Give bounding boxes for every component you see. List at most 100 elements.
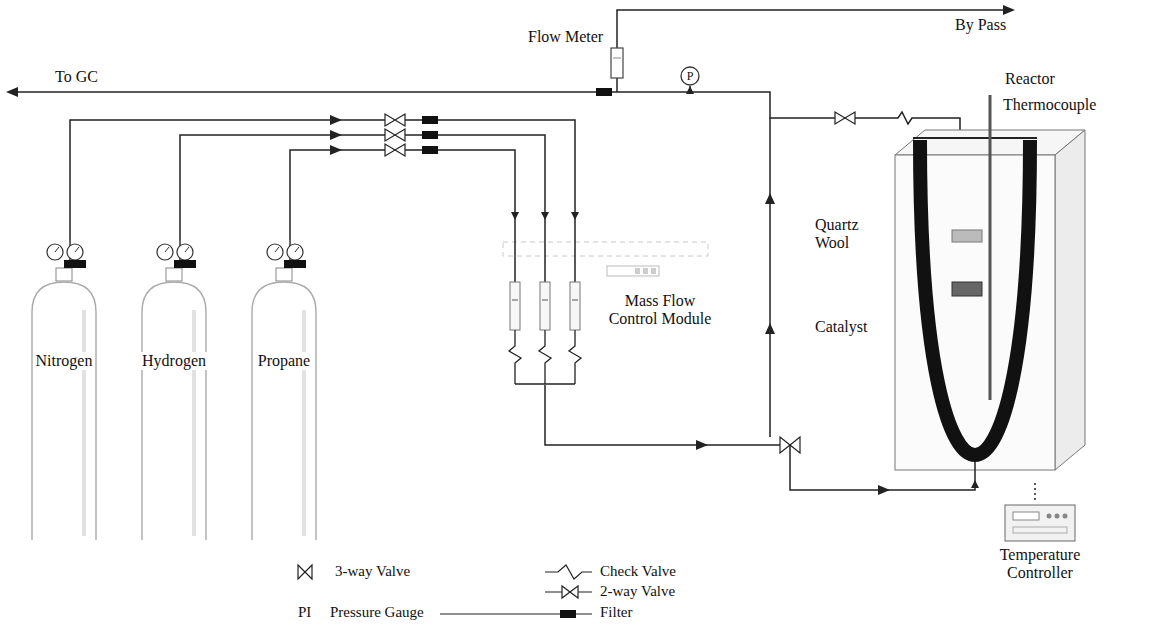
drawing-part (67, 244, 83, 260)
drawing-part (174, 260, 196, 268)
pressure-gauge: P (680, 66, 700, 86)
gas-cylinder (235, 240, 320, 540)
reactor-furnace (880, 70, 1095, 480)
drawing-part (570, 282, 580, 330)
node-label: Hydrogen (140, 352, 208, 370)
drawing-part (952, 230, 982, 242)
drawing-part (643, 268, 648, 274)
drawing-part (510, 282, 520, 330)
drawing-part (302, 310, 306, 536)
node-label: Propane (256, 352, 312, 370)
drawing-part (295, 247, 299, 252)
drawing-part (509, 330, 521, 384)
part-label: Quartz Wool (815, 216, 877, 253)
drawing-part (515, 383, 575, 385)
drawing-part (512, 300, 518, 301)
drawing-part (64, 260, 86, 268)
drawing-part (635, 268, 640, 274)
drawing-part (544, 220, 546, 282)
drawing-part (47, 244, 63, 260)
drawing-part (284, 260, 306, 268)
drawing-part (142, 282, 206, 540)
legend-text: Filter (600, 604, 633, 621)
drawing-part (540, 282, 550, 330)
gas-line-fittings (330, 114, 438, 156)
drawing-part (1005, 505, 1075, 541)
drawing-part (75, 247, 79, 252)
two-way-valve (385, 114, 405, 126)
gas-cylinder: Hydrogen (125, 240, 215, 540)
drawing-part (1013, 512, 1039, 520)
drawing-part (539, 330, 551, 384)
part-label: Flow Meter (528, 28, 603, 46)
drawing-part (55, 247, 59, 252)
flow-line (70, 120, 575, 240)
drawing-part (267, 244, 283, 260)
drawing-part (952, 282, 982, 296)
drawing-part (166, 268, 182, 281)
drawing-part (1047, 514, 1052, 519)
flow-line (180, 135, 545, 240)
drawing-part (1055, 514, 1060, 519)
arrow-head (1003, 5, 1015, 15)
drawing-part (56, 268, 72, 281)
arrow-head (330, 145, 342, 155)
drawing-part (651, 268, 656, 274)
legend-text: Pressure Gauge (330, 604, 424, 621)
two-way-valve (385, 129, 405, 141)
arrow-head (765, 323, 775, 334)
three-way-valve-sample (298, 565, 312, 579)
drawing-part (157, 244, 173, 260)
drawing-part (1063, 514, 1068, 519)
signal-line (1034, 480, 1036, 500)
filter-symbol (596, 88, 612, 96)
drawing-part (514, 220, 516, 282)
flow-line (690, 86, 880, 118)
drawing-part (974, 462, 976, 480)
arrow-head (765, 193, 775, 204)
gas-cylinder: Propane (235, 240, 320, 540)
drawing-part (569, 330, 581, 384)
reactor: Reactor (880, 70, 1095, 480)
drawing-part (177, 244, 193, 260)
drawing-part (574, 220, 576, 282)
drawing-part (920, 140, 1030, 455)
three-way-valve (780, 437, 800, 453)
drawing-part (165, 247, 169, 252)
part-label: Thermocouple (1003, 96, 1096, 114)
part-label: By Pass (955, 16, 1006, 34)
arrow-head (878, 485, 890, 495)
drawing-part (572, 300, 578, 301)
gas-cylinder: Nitrogen (10, 240, 105, 540)
drawing-part (1013, 527, 1067, 533)
node-label: Temperature Controller (985, 546, 1095, 583)
drawing-part (275, 247, 279, 252)
node-label: P (687, 68, 694, 84)
legend-text: 2-way Valve (600, 583, 675, 600)
filter-symbol (422, 131, 438, 139)
flow-meter-stem (616, 78, 618, 92)
two-way-valve-sample (562, 586, 578, 598)
filter-symbol (422, 146, 438, 154)
gc-line (14, 91, 690, 93)
legend-text: 3-way Valve (335, 563, 410, 580)
arrow-head (330, 115, 342, 125)
drawing-part (287, 244, 303, 260)
flow-line (290, 150, 515, 240)
two-way-valve (835, 112, 855, 124)
drawing-part (607, 266, 659, 276)
gas-cylinder (125, 240, 215, 540)
drawing-part (913, 137, 1037, 139)
filter-symbol (422, 116, 438, 124)
drawing-part (192, 310, 196, 536)
check-valve-sample (545, 565, 592, 579)
drawing-part (252, 282, 316, 540)
flow-meter-float (613, 58, 621, 59)
mass-flow-module: Mass Flow Control Module (495, 220, 725, 385)
arrow-head (696, 440, 708, 450)
drawing-part (82, 310, 86, 536)
two-way-valve (385, 144, 405, 156)
drawing-part (542, 300, 548, 301)
